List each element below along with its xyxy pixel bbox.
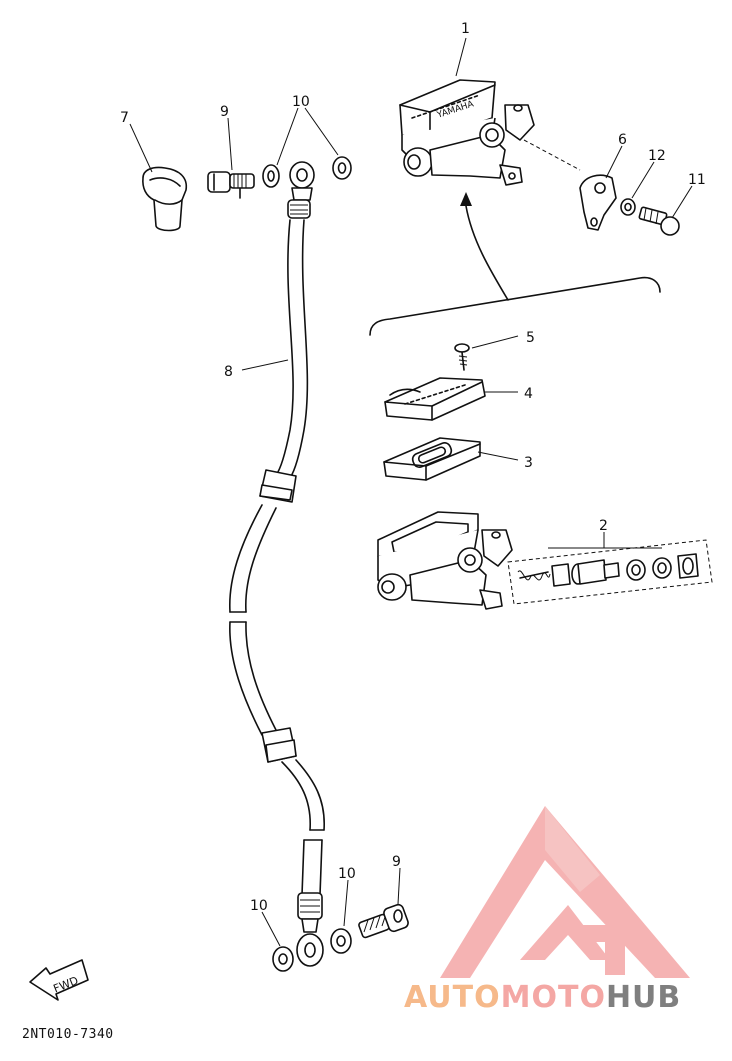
callout-1: 1 <box>461 21 470 37</box>
part-code: 2NT010-7340 <box>22 1027 114 1042</box>
callout-4: 4 <box>524 386 533 402</box>
part-8-brake-hose <box>228 161 325 967</box>
watermark-logo <box>440 806 690 978</box>
callout-9-top: 9 <box>220 104 229 120</box>
callout-10-top: 10 <box>292 94 310 110</box>
callout-labels: 1 7 9 10 6 12 11 5 4 3 2 8 10 9 10 <box>120 21 706 914</box>
part-5-screw <box>454 343 470 371</box>
watermark-hub: HUB <box>605 980 682 1015</box>
part-3-diaphragm <box>383 437 481 481</box>
callout-7: 7 <box>120 110 129 126</box>
part-9-union-bolt-top <box>207 171 255 199</box>
callout-11: 11 <box>688 172 706 188</box>
watermark-moto: MOTO <box>500 980 606 1015</box>
callout-5: 5 <box>526 330 535 346</box>
callout-8: 8 <box>224 364 233 380</box>
part-6-lever-holder <box>579 174 617 231</box>
callout-2: 2 <box>599 518 608 534</box>
callout-10-mid: 10 <box>338 866 356 882</box>
callout-3: 3 <box>524 455 533 471</box>
part-1-master-cylinder: YAMAHA <box>399 79 581 186</box>
part-11-bolt <box>638 206 680 236</box>
watermark-brand: AUTOMOTOHUB <box>404 980 681 1015</box>
part-10-washers-bottom <box>272 928 352 972</box>
callout-9-bottom: 9 <box>392 854 401 870</box>
part-12-washer <box>620 198 636 216</box>
part-10-washers-top <box>262 156 352 188</box>
master-cylinder-body <box>377 511 513 610</box>
leader-lines <box>129 37 693 947</box>
group-bracket <box>369 276 661 336</box>
part-2-piston-kit <box>507 539 713 605</box>
part-4-reservoir-cap <box>384 377 486 421</box>
callout-12: 12 <box>648 148 666 164</box>
part-9-union-bolt-bottom <box>358 903 409 939</box>
watermark-auto: AUTO <box>404 980 501 1015</box>
callout-10-bottom: 10 <box>250 898 268 914</box>
fwd-arrow-icon: FWD <box>29 959 89 1001</box>
callout-6: 6 <box>618 132 627 148</box>
part-7-boot <box>142 166 188 232</box>
reference-arrow <box>460 192 509 301</box>
